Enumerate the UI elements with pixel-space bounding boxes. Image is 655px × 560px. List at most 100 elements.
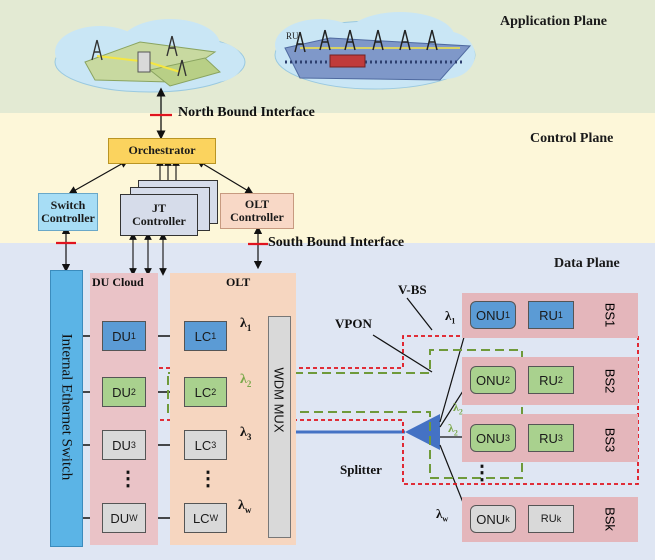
du-2-sub: 2: [130, 387, 136, 397]
ru-k-sub: k: [556, 514, 562, 524]
lambda-w-label: λw: [238, 498, 252, 515]
lc-1-sub: 1: [211, 331, 217, 341]
splitter-lambda-w: λw: [436, 506, 449, 524]
vpon-label: VPON: [335, 316, 372, 331]
lc-w-label: LC: [192, 510, 210, 526]
application-illustration: RU: [54, 12, 476, 93]
ru-1-label: RU: [539, 307, 558, 323]
olt-label: OLT: [226, 275, 251, 289]
tower-icon: [294, 29, 438, 53]
onu-k-label: ONU: [476, 511, 506, 527]
onu-1-label: ONU: [476, 307, 505, 323]
internal-ethernet-switch[interactable]: [50, 270, 83, 547]
lc-w-sub: W: [209, 513, 219, 523]
lc-ellipsis: ⋮: [198, 468, 218, 490]
wdm-mux[interactable]: [268, 316, 291, 538]
jt-controller-label-1: JT: [151, 200, 166, 215]
du-2-label: DU: [112, 384, 131, 400]
orch-olt-arrow: [196, 159, 254, 195]
bs-ellipsis: ⋮: [472, 462, 492, 484]
splitter-label: Splitter: [340, 462, 382, 477]
du-1-sub: 1: [130, 331, 136, 341]
bs-3-label: BS3: [602, 427, 618, 453]
ru-2-label: RU: [539, 372, 558, 388]
phone-icon: [137, 51, 151, 73]
data-plane-title: Data Plane: [554, 256, 620, 271]
du-w-label: DU: [110, 510, 130, 526]
north-bound-label: North Bound Interface: [178, 105, 315, 120]
ru-3-label: RU: [539, 430, 558, 446]
du-1-label: DU: [112, 328, 131, 344]
du-cloud-label: DU Cloud: [92, 275, 144, 289]
onu-1-sub: 1: [504, 310, 510, 320]
onu-3-sub: 3: [504, 433, 510, 443]
lambda-2-label: λ2: [240, 372, 252, 389]
olt-controller-label-1: OLT: [244, 196, 270, 211]
du-cloud-region: [90, 273, 158, 545]
orch-switch-arrow: [68, 159, 129, 195]
cloud-right-icon: [274, 12, 476, 90]
lc-2-label: LC: [194, 384, 212, 400]
ru-3-sub: 3: [557, 433, 563, 443]
du-ellipsis: ⋮: [118, 468, 138, 490]
lc-3-sub: 3: [211, 440, 217, 450]
lc-3-label: LC: [194, 437, 212, 453]
tower-icon: [91, 35, 187, 77]
wdm-mux-label: WDM MUX: [271, 367, 287, 433]
onu-2-sub: 2: [504, 375, 510, 385]
ru-tower-label: RU: [286, 31, 299, 41]
olt-controller-label-2: Controller: [230, 210, 284, 224]
splitter-lambda-1: λ1: [445, 308, 456, 326]
lambda-1-label: λ1: [240, 316, 252, 333]
onu-k-sub: k: [505, 514, 510, 524]
switch-controller-label-1: Switch: [50, 197, 86, 212]
internal-ethernet-switch-label: Internal Ethernet Switch: [58, 333, 75, 481]
orchestrator-box[interactable]: Orchestrator: [108, 138, 216, 164]
onu-3-label: ONU: [476, 430, 505, 446]
orchestrator-label: Orchestrator: [128, 143, 196, 158]
bs-k-label: BSk: [602, 507, 618, 531]
splitter-icon: [405, 414, 440, 450]
lc-2-sub: 2: [211, 387, 217, 397]
jt-controller-label-2: Controller: [132, 214, 186, 228]
ru-2-sub: 2: [557, 375, 563, 385]
olt-controller-box[interactable]: OLT Controller: [220, 193, 294, 229]
onu-2-label: ONU: [476, 372, 505, 388]
bs-1-label: BS1: [602, 302, 618, 328]
vbs-label: V-BS: [398, 282, 427, 297]
lc-1-label: LC: [194, 328, 212, 344]
control-plane-title: Control Plane: [530, 131, 614, 146]
lambda2-region: [167, 349, 523, 479]
bs-2-label: BS2: [602, 368, 618, 394]
application-plane-title: Application Plane: [500, 14, 607, 29]
south-bound-label: South Bound Interface: [268, 235, 405, 250]
lambda-3-label: λ3: [240, 425, 252, 442]
jt-controller-box[interactable]: JT Controller: [120, 194, 198, 236]
switch-controller-box[interactable]: Switch Controller: [38, 193, 98, 231]
ru-k-label: RU: [540, 513, 557, 525]
switch-controller-label-2: Controller: [41, 211, 95, 225]
ru-1-sub: 1: [557, 310, 563, 320]
du-w-sub: W: [129, 513, 138, 523]
splitter-lambda-2a: λ2: [453, 400, 463, 417]
splitter-lambda-2b: λ2: [448, 421, 458, 438]
du-3-label: DU: [112, 437, 131, 453]
du-3-sub: 3: [130, 440, 136, 450]
